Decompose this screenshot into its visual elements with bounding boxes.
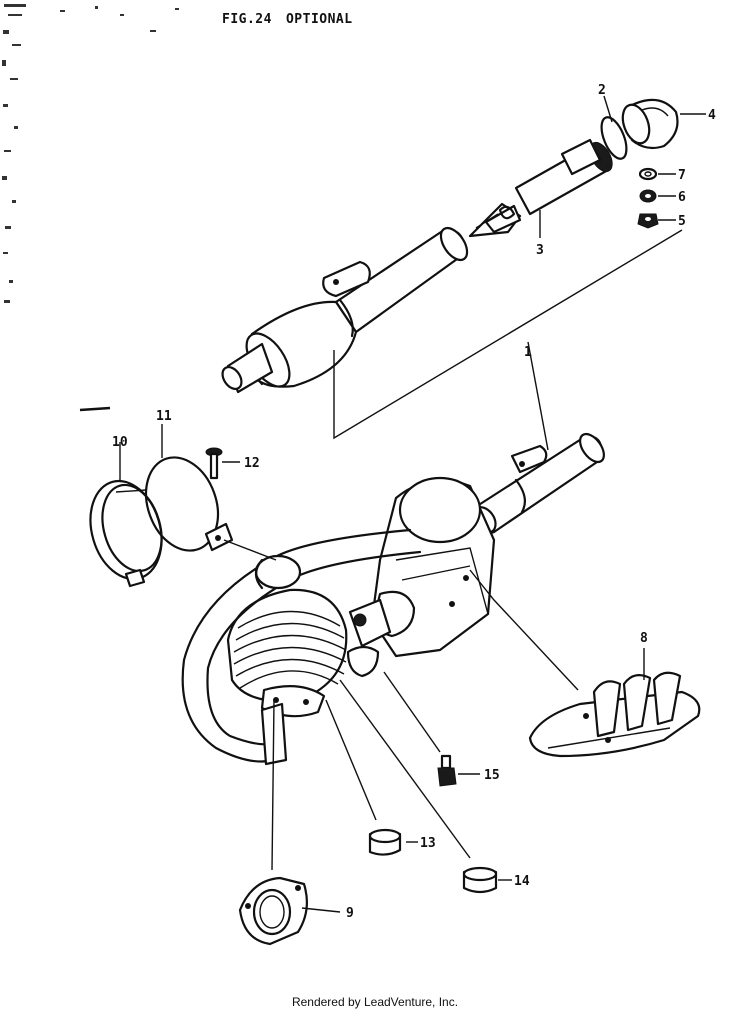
callout-13: 13 — [420, 836, 436, 851]
bolt-part-12 — [205, 447, 223, 480]
gasket-seal-part-10 — [89, 479, 163, 588]
bolt-part-15 — [437, 754, 457, 787]
callout-11: 11 — [156, 409, 172, 424]
callout-6: 6 — [678, 190, 686, 205]
baffle-tube-part-3 — [468, 138, 613, 238]
end-cap-part-4 — [621, 98, 679, 150]
footer-credit: Rendered by LeadVenture, Inc. — [291, 995, 459, 1009]
spring-washer-part-6 — [639, 189, 657, 203]
callout-8: 8 — [640, 631, 648, 646]
gasket-ring-part-2 — [600, 116, 628, 160]
figure-caption: OPTIONAL — [285, 12, 353, 27]
callout-4: 4 — [708, 108, 716, 123]
plug-part-13 — [368, 828, 402, 856]
cooling-fins — [233, 610, 347, 689]
figure-header: FIG.24 OPTIONAL — [222, 12, 367, 27]
clamp-band-part-11 — [144, 456, 234, 552]
plug-part-14 — [462, 866, 498, 894]
callout-12: 12 — [244, 456, 260, 471]
scan-noise — [2, 4, 179, 303]
flange-part-9 — [238, 876, 309, 946]
muffler-upper-part-1 — [221, 226, 469, 394]
heat-shield-part-8 — [528, 671, 701, 758]
callout-7: 7 — [678, 168, 686, 183]
header-pipe — [181, 528, 422, 766]
callout-14: 14 — [514, 874, 530, 889]
callout-10: 10 — [112, 435, 128, 450]
callout-3: 3 — [536, 243, 544, 258]
callout-9: 9 — [346, 906, 354, 921]
figure-number: FIG.24 — [222, 12, 272, 27]
callout-labels: 2 4 7 6 5 3 1 11 10 12 8 15 13 14 9 — [112, 83, 716, 921]
washer-part-7 — [638, 167, 658, 181]
nut-part-5 — [637, 213, 659, 229]
leader-lines — [79, 95, 706, 913]
callout-1: 1 — [524, 345, 532, 360]
callout-15: 15 — [484, 768, 500, 783]
callout-5: 5 — [678, 214, 686, 229]
callout-2: 2 — [598, 83, 606, 98]
engine-assembly — [226, 476, 496, 718]
